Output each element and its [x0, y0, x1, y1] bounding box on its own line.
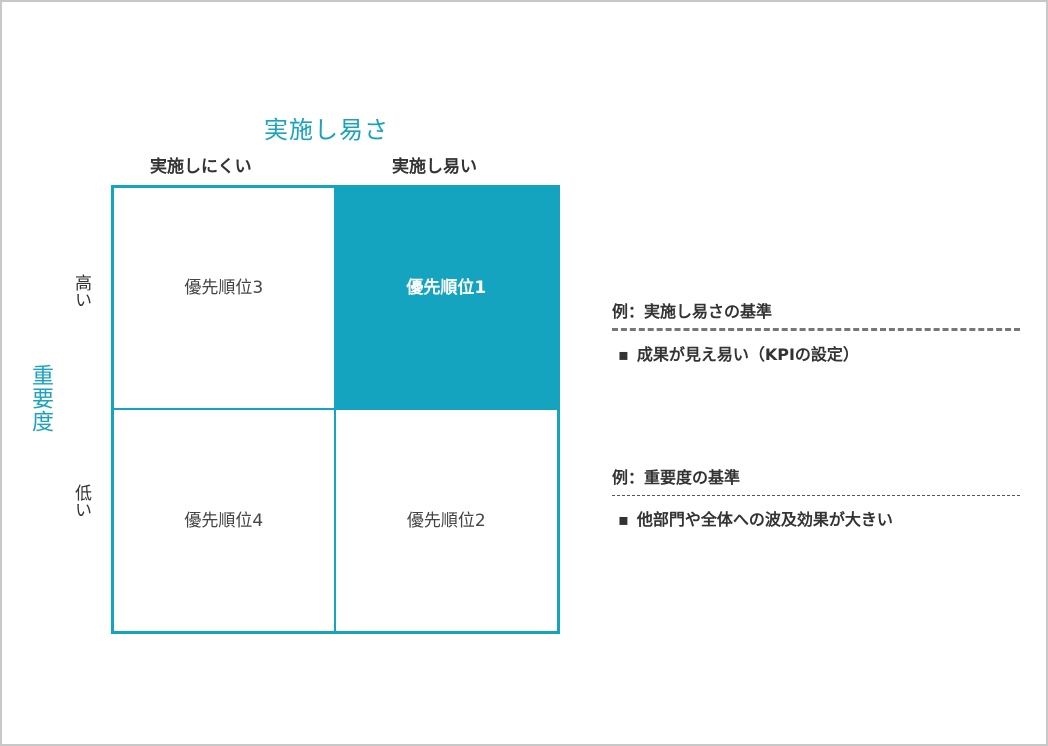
criteria-title: 例：実施し易さの基準 [612, 298, 1020, 331]
bullet-icon: ▪ [618, 345, 629, 364]
column-label-easy: 実施し易い [392, 157, 477, 177]
x-axis-title: 実施し易さ [264, 116, 389, 144]
row-label-low: 低い [71, 484, 91, 518]
criteria-title: 例：重要度の基準 [612, 464, 1020, 496]
criteria-ease: 例：実施し易さの基準 ▪ 成果が見え易い（KPIの設定） [612, 298, 1020, 365]
quadrant-priority-2: 優先順位2 [336, 410, 558, 632]
quadrant-priority-4: 優先順位4 [114, 409, 336, 631]
priority-matrix: 優先順位3 優先順位1 優先順位4 優先順位2 [111, 185, 560, 634]
quadrant-priority-1: 優先順位1 [335, 188, 557, 410]
bullet-icon: ▪ [618, 510, 629, 529]
criteria-item: ▪ 成果が見え易い（KPIの設定） [612, 341, 1020, 365]
criteria-item: ▪ 他部門や全体への波及効果が大きい [612, 506, 1020, 530]
criteria-item-text: 成果が見え易い（KPIの設定） [636, 345, 859, 364]
criteria-importance: 例：重要度の基準 ▪ 他部門や全体への波及効果が大きい [612, 464, 1020, 530]
quadrant-label: 優先順位1 [406, 278, 487, 299]
quadrant-label: 優先順位2 [406, 510, 486, 531]
criteria-item-text: 他部門や全体への波及効果が大きい [636, 510, 893, 529]
quadrant-label: 優先順位4 [184, 510, 264, 531]
quadrant-label: 優先順位3 [184, 278, 264, 299]
column-label-hard: 実施しにくい [150, 157, 252, 177]
quadrant-priority-3: 優先順位3 [114, 188, 336, 410]
row-label-high: 高い [71, 274, 91, 308]
y-axis-title: 重要度 [28, 364, 53, 433]
